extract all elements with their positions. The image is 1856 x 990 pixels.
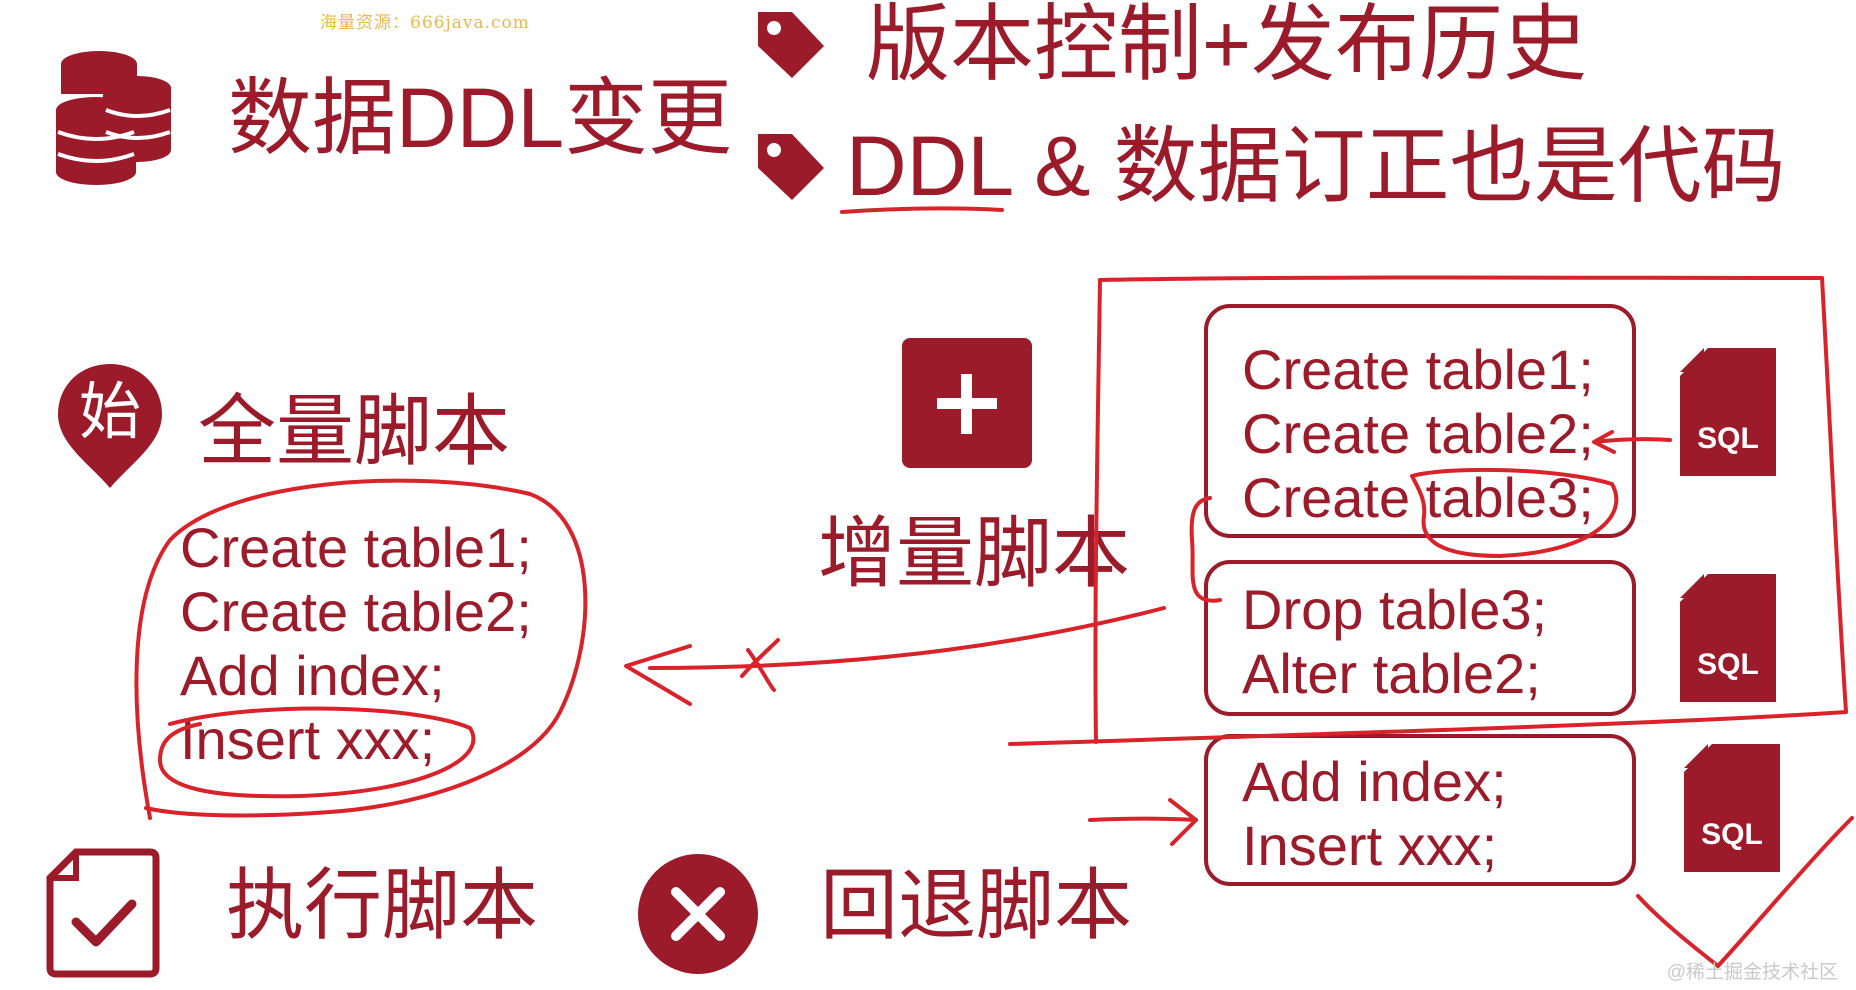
label-full-script: 全量脚本 — [198, 387, 511, 475]
watermark-text: 海量资源：666java.com — [320, 13, 530, 33]
sql-file-icon: SQL — [1678, 346, 1778, 478]
code-line: Add index; — [180, 644, 445, 707]
start-badge-char: 始 — [78, 378, 141, 447]
sql-box-create: Create table1; Create table2; Create tab… — [1204, 304, 1636, 538]
full-script-lines: Create table1; Create table2; Add index;… — [180, 516, 532, 772]
title-ddl-change: 数据DDL变更 — [228, 71, 733, 165]
sql-icon-label: SQL — [1697, 648, 1759, 681]
code-line: Create table1; — [180, 516, 532, 579]
tag-icon — [758, 12, 824, 78]
sql-file-icon: SQL — [1682, 742, 1782, 874]
checked-document-icon — [46, 848, 160, 978]
label-incremental-script: 增量脚本 — [818, 509, 1131, 597]
code-line: Create table2; — [180, 580, 532, 643]
sql-file-icon: SQL — [1678, 572, 1778, 704]
title-ddl-code: DDL & 数据订正也是代码 — [846, 119, 1786, 213]
sql-icon-label: SQL — [1697, 422, 1759, 455]
code-line: Create table2; — [1242, 402, 1594, 465]
tag-icon — [758, 134, 824, 200]
sql-box-add: Add index; Insert xxx; — [1204, 734, 1636, 886]
plus-icon — [902, 338, 1032, 468]
title-version-control: 版本控制+发布历史 — [866, 0, 1588, 91]
footer-watermark: @稀土掘金技术社区 — [1666, 962, 1838, 983]
close-circle-icon — [638, 854, 758, 974]
code-line: Insert xxx; — [180, 708, 436, 771]
code-line: Alter table2; — [1242, 642, 1541, 705]
code-line: Add index; — [1242, 750, 1507, 813]
map-pin-icon: 始 — [54, 360, 166, 492]
code-line: Create table1; — [1242, 338, 1594, 401]
sql-icon-label: SQL — [1701, 818, 1763, 851]
label-rollback-script: 回退脚本 — [820, 861, 1133, 949]
sql-box-drop: Drop table3; Alter table2; — [1204, 560, 1636, 716]
label-execute-script: 执行脚本 — [226, 861, 539, 949]
code-line: Insert xxx; — [1242, 814, 1498, 877]
code-line: Drop table3; — [1242, 578, 1548, 641]
database-icon — [56, 51, 171, 185]
